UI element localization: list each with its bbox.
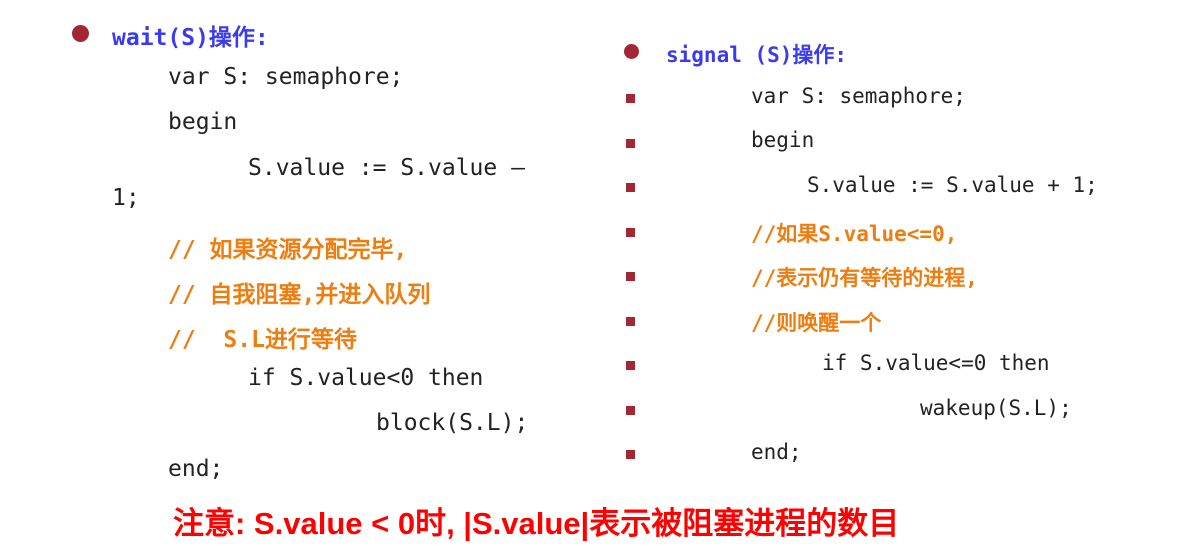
bullet-square-icon: [626, 94, 635, 103]
code-line: 1;: [112, 185, 140, 211]
comment-line: // 如果资源分配完毕,: [168, 237, 408, 263]
comment-line: //如果S.value<=0,: [751, 222, 958, 246]
code-line: wakeup(S.L);: [920, 396, 1072, 420]
comment-line: // S.L进行等待: [168, 327, 357, 353]
bullet-square-icon: [626, 361, 635, 370]
bullet-square-icon: [626, 139, 635, 148]
code-line: begin: [168, 109, 238, 135]
note-text: 注意: S.value < 0时, |S.value|表示被阻塞进程的数目: [173, 506, 900, 541]
code-line: block(S.L);: [376, 410, 529, 436]
comment-line: //表示仍有等待的进程,: [751, 266, 978, 290]
bullet-square-icon: [626, 272, 635, 281]
code-line: if S.value<0 then: [248, 365, 484, 391]
bullet-dot-icon: [624, 44, 639, 59]
code-line: if S.value<=0 then: [822, 351, 1050, 375]
code-line: S.value := S.value –: [248, 155, 525, 181]
code-line: end;: [168, 456, 224, 482]
code-line: var S: semaphore;: [751, 84, 966, 108]
code-line: end;: [751, 440, 802, 464]
comment-line: // 自我阻塞,并进入队列: [168, 282, 431, 308]
code-line: S.value := S.value + 1;: [807, 173, 1098, 197]
bullet-square-icon: [626, 317, 635, 326]
wait-heading: wait(S)操作:: [112, 25, 269, 51]
bullet-square-icon: [626, 183, 635, 192]
signal-heading: signal (S)操作:: [666, 43, 848, 67]
bullet-square-icon: [626, 450, 635, 459]
comment-line: //则唤醒一个: [751, 311, 882, 335]
bullet-square-icon: [626, 406, 635, 415]
bullet-square-icon: [626, 228, 635, 237]
code-line: begin: [751, 128, 815, 152]
bullet-dot-icon: [72, 25, 89, 42]
code-line: var S: semaphore;: [168, 64, 404, 90]
